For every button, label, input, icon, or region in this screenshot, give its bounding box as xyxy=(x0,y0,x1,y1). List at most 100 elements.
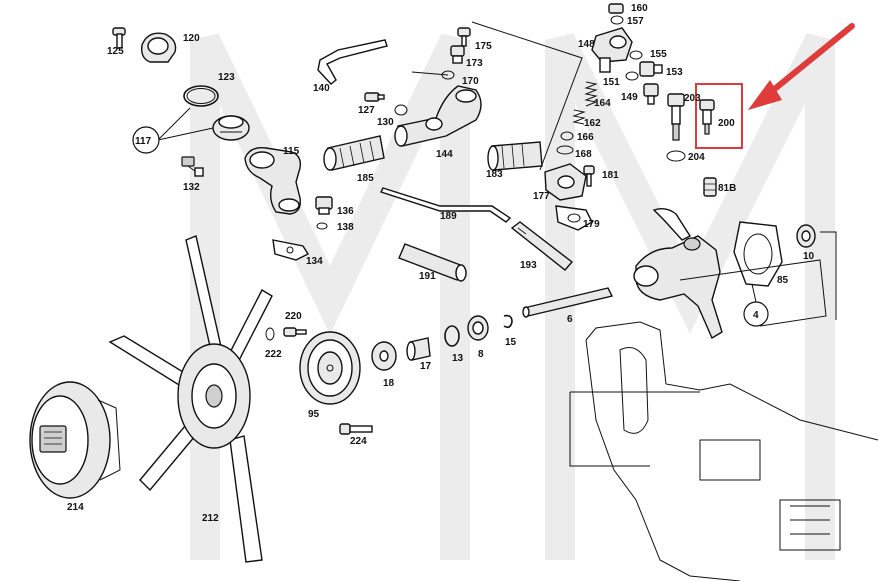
part-214-fan-clutch[interactable] xyxy=(29,381,121,499)
label-168: 168 xyxy=(575,149,592,160)
part-127-bleed-screw[interactable] xyxy=(364,92,385,102)
part-220-bolt[interactable] xyxy=(283,327,307,337)
label-175: 175 xyxy=(475,41,492,52)
part-212-fan[interactable] xyxy=(108,235,273,563)
label-148: 148 xyxy=(578,39,595,50)
part-136-plug[interactable] xyxy=(315,196,333,215)
part-179-gasket[interactable] xyxy=(555,205,593,231)
label-13: 13 xyxy=(452,353,464,364)
label-8: 8 xyxy=(478,349,484,360)
leader-4 xyxy=(751,283,757,303)
leader-117-b xyxy=(157,127,214,141)
part-162-spring[interactable] xyxy=(572,109,586,125)
part-175-bolt[interactable] xyxy=(457,27,471,47)
label-153: 153 xyxy=(666,67,683,78)
part-185-hose[interactable] xyxy=(323,135,385,171)
part-18-hub[interactable] xyxy=(371,341,397,371)
label-189: 189 xyxy=(440,211,457,222)
part-148-distributor[interactable] xyxy=(591,27,633,73)
part-183-hose[interactable] xyxy=(487,141,543,171)
label-115: 115 xyxy=(283,146,300,157)
label-177: 177 xyxy=(533,191,550,202)
label-125: 125 xyxy=(107,46,124,57)
part-168-washer[interactable] xyxy=(556,145,574,155)
part-132-sensor[interactable] xyxy=(181,156,204,177)
highlight-box xyxy=(695,83,743,149)
leader-170 xyxy=(411,71,449,76)
part-204-washer[interactable] xyxy=(666,150,686,162)
label-10: 10 xyxy=(803,251,815,262)
callout-circle-117 xyxy=(132,126,160,154)
label-204: 204 xyxy=(688,152,705,163)
label-185: 185 xyxy=(357,173,374,184)
part-189-pipe[interactable] xyxy=(380,187,512,223)
part-125-screw[interactable] xyxy=(112,27,126,49)
part-144-elbow-hose[interactable] xyxy=(394,85,482,147)
part-191-hose[interactable] xyxy=(398,243,467,282)
label-134: 134 xyxy=(306,256,323,267)
part-164-spring[interactable] xyxy=(584,81,598,107)
part-117-thermostat[interactable] xyxy=(212,115,250,141)
part-160-fitting[interactable] xyxy=(608,3,624,14)
part-222-washer[interactable] xyxy=(265,327,275,341)
label-162: 162 xyxy=(584,118,601,129)
label-203: 203 xyxy=(684,93,701,104)
label-164: 164 xyxy=(594,98,611,109)
part-120-housing-cover[interactable] xyxy=(140,32,177,63)
label-179: 179 xyxy=(583,219,600,230)
part-95-pulley[interactable] xyxy=(299,331,361,405)
part-138-washer[interactable] xyxy=(316,222,328,230)
part-8-bearing[interactable] xyxy=(467,315,489,341)
part-155-washer[interactable] xyxy=(629,50,643,60)
part-157-washer[interactable] xyxy=(610,15,624,25)
label-85: 85 xyxy=(777,275,789,286)
label-222: 222 xyxy=(265,349,282,360)
engine-block xyxy=(569,231,878,581)
part-200-temperature-sender[interactable] xyxy=(699,99,715,135)
part-140-bent-pipe[interactable] xyxy=(317,39,388,85)
label-181: 181 xyxy=(602,170,619,181)
part-166-ring[interactable] xyxy=(560,131,574,141)
label-193: 193 xyxy=(520,260,537,271)
part-15-circlip[interactable] xyxy=(503,314,513,329)
part-81b-fitting[interactable] xyxy=(703,177,717,197)
part-149-union[interactable] xyxy=(643,83,659,105)
part-123-sealing-ring[interactable] xyxy=(183,85,219,107)
part-10-nut[interactable] xyxy=(796,224,816,248)
part-4-water-pump[interactable] xyxy=(633,207,723,340)
label-160: 160 xyxy=(631,3,648,14)
label-170: 170 xyxy=(462,76,479,87)
part-130-washer[interactable] xyxy=(394,104,408,116)
part-151-washer[interactable] xyxy=(625,71,639,81)
highlight-arrow xyxy=(748,23,855,110)
label-130: 130 xyxy=(377,117,394,128)
label-149: 149 xyxy=(621,92,638,103)
part-13-ring[interactable] xyxy=(444,325,460,347)
label-127: 127 xyxy=(358,105,375,116)
label-136: 136 xyxy=(337,206,354,217)
part-153-adapter[interactable] xyxy=(639,61,663,77)
label-191: 191 xyxy=(419,271,436,282)
label-117: 117 xyxy=(135,136,152,147)
part-181-bolt[interactable] xyxy=(583,165,595,187)
label-4: 4 xyxy=(753,310,759,321)
part-115-thermostat-housing[interactable] xyxy=(244,147,302,215)
label-200: 200 xyxy=(718,118,735,129)
part-85-pump-gasket[interactable] xyxy=(733,221,783,287)
label-18: 18 xyxy=(383,378,395,389)
label-15: 15 xyxy=(505,337,517,348)
part-6-shaft[interactable] xyxy=(522,287,614,318)
part-177-flange[interactable] xyxy=(544,163,587,201)
label-166: 166 xyxy=(577,132,594,143)
label-220: 220 xyxy=(285,311,302,322)
part-134-gasket[interactable] xyxy=(272,239,310,261)
label-212: 212 xyxy=(202,513,219,524)
part-224-bolt[interactable] xyxy=(339,423,373,435)
part-203-sensor[interactable] xyxy=(667,93,685,141)
part-193-pipe[interactable] xyxy=(510,221,574,271)
part-17-sleeve[interactable] xyxy=(406,337,431,361)
part-173-nut[interactable] xyxy=(450,45,465,64)
label-214: 214 xyxy=(67,502,84,513)
